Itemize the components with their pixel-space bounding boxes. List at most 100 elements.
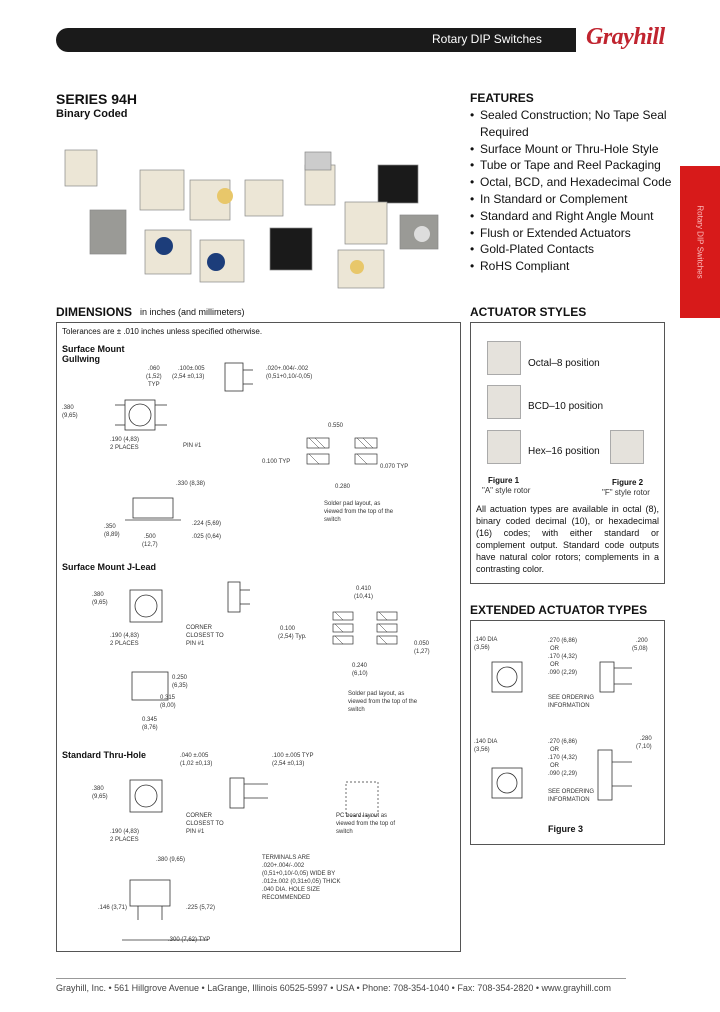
- actuator-styles-box: [470, 322, 665, 584]
- dim-label: .224 (5,69): [192, 521, 222, 527]
- figure3-label: Figure 3: [548, 824, 584, 834]
- features-title: FEATURES: [470, 91, 534, 105]
- gullwing-side-view: [224, 362, 253, 392]
- dim-label: .025 (0,64): [192, 534, 222, 540]
- feature-item: Sealed Construction; No Tape Seal Requir…: [470, 107, 680, 141]
- dim-label: PIN #1: [183, 443, 202, 449]
- dim-label: (2,54 ±0,13): [272, 761, 305, 767]
- terminals-note: TERMINALS ARE .020+.004/-.002 (0,51+0,10…: [262, 855, 341, 901]
- feature-item: Surface Mount or Thru-Hole Style: [470, 141, 680, 158]
- page-title: Rotary DIP Switches: [432, 32, 542, 46]
- pc-board-layout: [345, 781, 379, 817]
- side-tab-label: Rotary DIP Switches: [695, 205, 705, 279]
- header-banner: [56, 28, 576, 52]
- dim-label: (5,08): [632, 646, 648, 652]
- corner-note: CORNER CLOSEST TO PIN #1: [186, 625, 224, 647]
- dim-label: .090 (2,29): [548, 771, 578, 777]
- pc-layout-note: PC board layout as viewed from the top o…: [336, 813, 396, 835]
- feature-item: Octal, BCD, and Hexadecimal Code: [470, 174, 680, 191]
- dim-label: .170 (4,32): [548, 755, 578, 761]
- gullwing-drawing: [115, 399, 181, 521]
- dim-label: 2 PLACES: [110, 641, 139, 647]
- dim-label: 0.345: [142, 717, 158, 723]
- feature-item: In Standard or Complement: [470, 191, 680, 208]
- dim-label: .330 (8,38): [176, 481, 206, 487]
- gullwing-pad-layout: [306, 437, 378, 465]
- dim-label: .190 (4,83): [110, 437, 140, 443]
- dim-label: 0.100: [280, 626, 296, 632]
- dim-label: 0.050: [414, 641, 430, 647]
- dim-label: .280: [640, 736, 652, 742]
- thru-hole-drawing: [122, 777, 268, 941]
- bcd-rotor-icon: [487, 385, 521, 419]
- dim-label: 0.250: [172, 675, 188, 681]
- dim-label: 0.240: [352, 663, 368, 669]
- dim-label: .060: [148, 366, 160, 372]
- f-rotor-icon: [610, 430, 644, 464]
- dim-label: .350: [104, 524, 116, 530]
- dim-label: .100±.005: [178, 366, 205, 372]
- dim-label: .300 (7,62) TYP: [168, 937, 211, 943]
- dim-label: (1,02 ±0,13): [180, 761, 213, 767]
- dim-label: (1,52): [146, 374, 162, 380]
- product-photo: [64, 149, 439, 289]
- dimensions-box: [56, 322, 461, 952]
- dim-label: .380 (9,65): [156, 857, 186, 863]
- dim-label: 0.410: [356, 586, 372, 592]
- dim-label: (12,7): [142, 542, 158, 548]
- dim-label: 0.550: [328, 423, 344, 429]
- dim-label: 2 PLACES: [110, 445, 139, 451]
- extended-actuator-drawing: [491, 661, 632, 801]
- dim-label: .140 DIA: [474, 739, 498, 745]
- feature-item: RoHS Compliant: [470, 258, 680, 275]
- dim-label: .190 (4,83): [110, 829, 140, 835]
- dim-label: OR: [550, 747, 559, 753]
- ordering-note: SEE ORDERING INFORMATION: [548, 789, 595, 803]
- brand-logo: Grayhill: [586, 24, 665, 50]
- dimensions-note: in inches (and millimeters): [140, 307, 245, 317]
- footer-contact: Grayhill, Inc. • 561 Hillgrove Avenue • …: [56, 983, 612, 993]
- dim-label: .380: [92, 592, 104, 598]
- dim-label: OR: [550, 763, 559, 769]
- dim-label: .225 (5,72): [186, 905, 216, 911]
- side-tab: Rotary DIP Switches: [680, 166, 720, 318]
- dim-label: 0.100 TYP: [262, 459, 291, 465]
- jlead-drawing: [129, 581, 250, 701]
- ordering-note: SEE ORDERING INFORMATION: [548, 695, 595, 709]
- dim-label: .380: [62, 405, 74, 411]
- actuator-item: Octal–8 position: [528, 358, 600, 369]
- feature-item: Tube or Tape and Reel Packaging: [470, 157, 680, 174]
- series-subtitle: Binary Coded: [56, 108, 128, 120]
- dim-label: (0,51+0,10/-0,05): [266, 374, 313, 380]
- jlead-title: Surface Mount J-Lead: [62, 562, 157, 572]
- dim-label: (2,54 ±0,13): [172, 374, 205, 380]
- hex-rotor-icon: [487, 430, 521, 464]
- feature-item: Standard and Right Angle Mount: [470, 208, 680, 225]
- pad-layout-note: Solder pad layout, as viewed from the to…: [324, 501, 394, 523]
- figure2-label: Figure 2: [612, 478, 644, 487]
- dim-label: OR: [550, 662, 559, 668]
- dim-label: (8,76): [142, 725, 158, 731]
- feature-item: Flush or Extended Actuators: [470, 225, 680, 242]
- octal-rotor-icon: [487, 341, 521, 375]
- dim-label: (8,00): [160, 703, 176, 709]
- dim-label: 0.315: [160, 695, 176, 701]
- features-list: Sealed Construction; No Tape Seal Requir…: [470, 107, 680, 275]
- dim-label: .170 (4,32): [548, 654, 578, 660]
- dim-label: .100 ±.005 TYP: [272, 753, 314, 759]
- dim-label: .270 (6,86): [548, 638, 578, 644]
- dim-label: (1,27): [414, 649, 430, 655]
- dim-label: (8,89): [104, 532, 120, 538]
- dim-label: (9,65): [92, 600, 108, 606]
- dim-label: (10,41): [354, 594, 374, 600]
- corner-note: CORNER CLOSEST TO PIN #1: [186, 813, 224, 835]
- gullwing-title: Surface Mount Gullwing: [62, 344, 125, 364]
- feature-item: Gold-Plated Contacts: [470, 241, 680, 258]
- dim-label: .090 (2,29): [548, 670, 578, 676]
- dim-label: (9,65): [62, 413, 78, 419]
- figure1-caption: "A" style rotor: [482, 486, 531, 495]
- footer-divider: [56, 978, 626, 979]
- dim-label: OR: [550, 646, 559, 652]
- dim-label: .500: [144, 534, 156, 540]
- series-title: SERIES 94H: [56, 91, 137, 107]
